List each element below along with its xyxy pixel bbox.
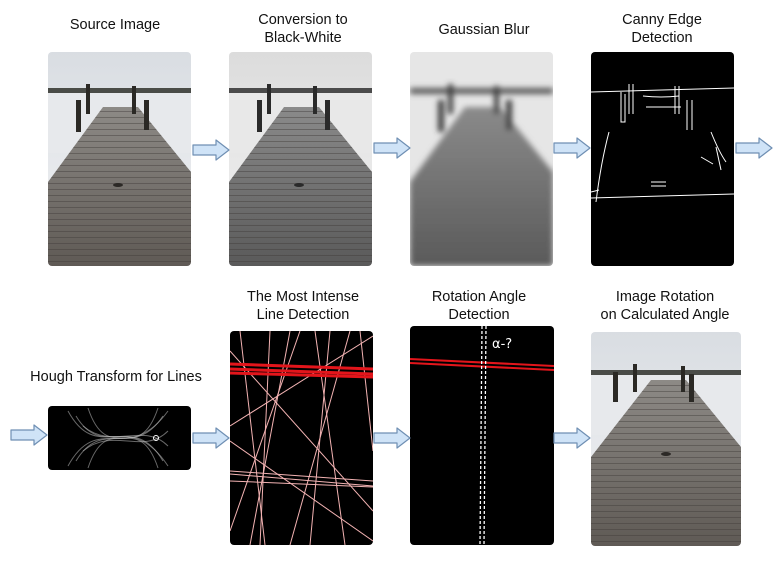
arrow-4 [735,137,773,159]
step-title-gaussian-blur: Gaussian Blur [438,22,530,38]
source-image-panel [48,52,191,266]
step-title-source-image: Source Image [69,17,161,33]
arrow-5 [10,424,48,446]
rotated-image-panel [591,332,741,546]
angle-annotation: α-? [492,337,512,352]
arrow-1 [192,139,230,161]
arrow-2 [373,137,411,159]
arrow-8 [553,427,591,449]
step-title-rotation-angle: Rotation Angle Detection [431,289,527,323]
arrow-3 [553,137,591,159]
hough-transform-panel [48,406,191,470]
canny-edge-panel [591,52,734,266]
step-title-intense-line: The Most Intense Line Detection [246,289,360,323]
step-title-hough-transform: Hough Transform for Lines [30,369,202,385]
arrow-7 [373,427,411,449]
step-title-black-white: Conversion to Black-White [258,12,348,46]
step-title-canny-edge: Canny Edge Detection [622,12,702,46]
black-white-panel [229,52,372,266]
step-title-image-rotation: Image Rotation on Calculated Angle [600,289,730,323]
arrow-6 [192,427,230,449]
gaussian-blur-panel [410,52,553,266]
intense-line-panel [230,331,373,545]
rotation-angle-panel: α-? [410,326,554,545]
